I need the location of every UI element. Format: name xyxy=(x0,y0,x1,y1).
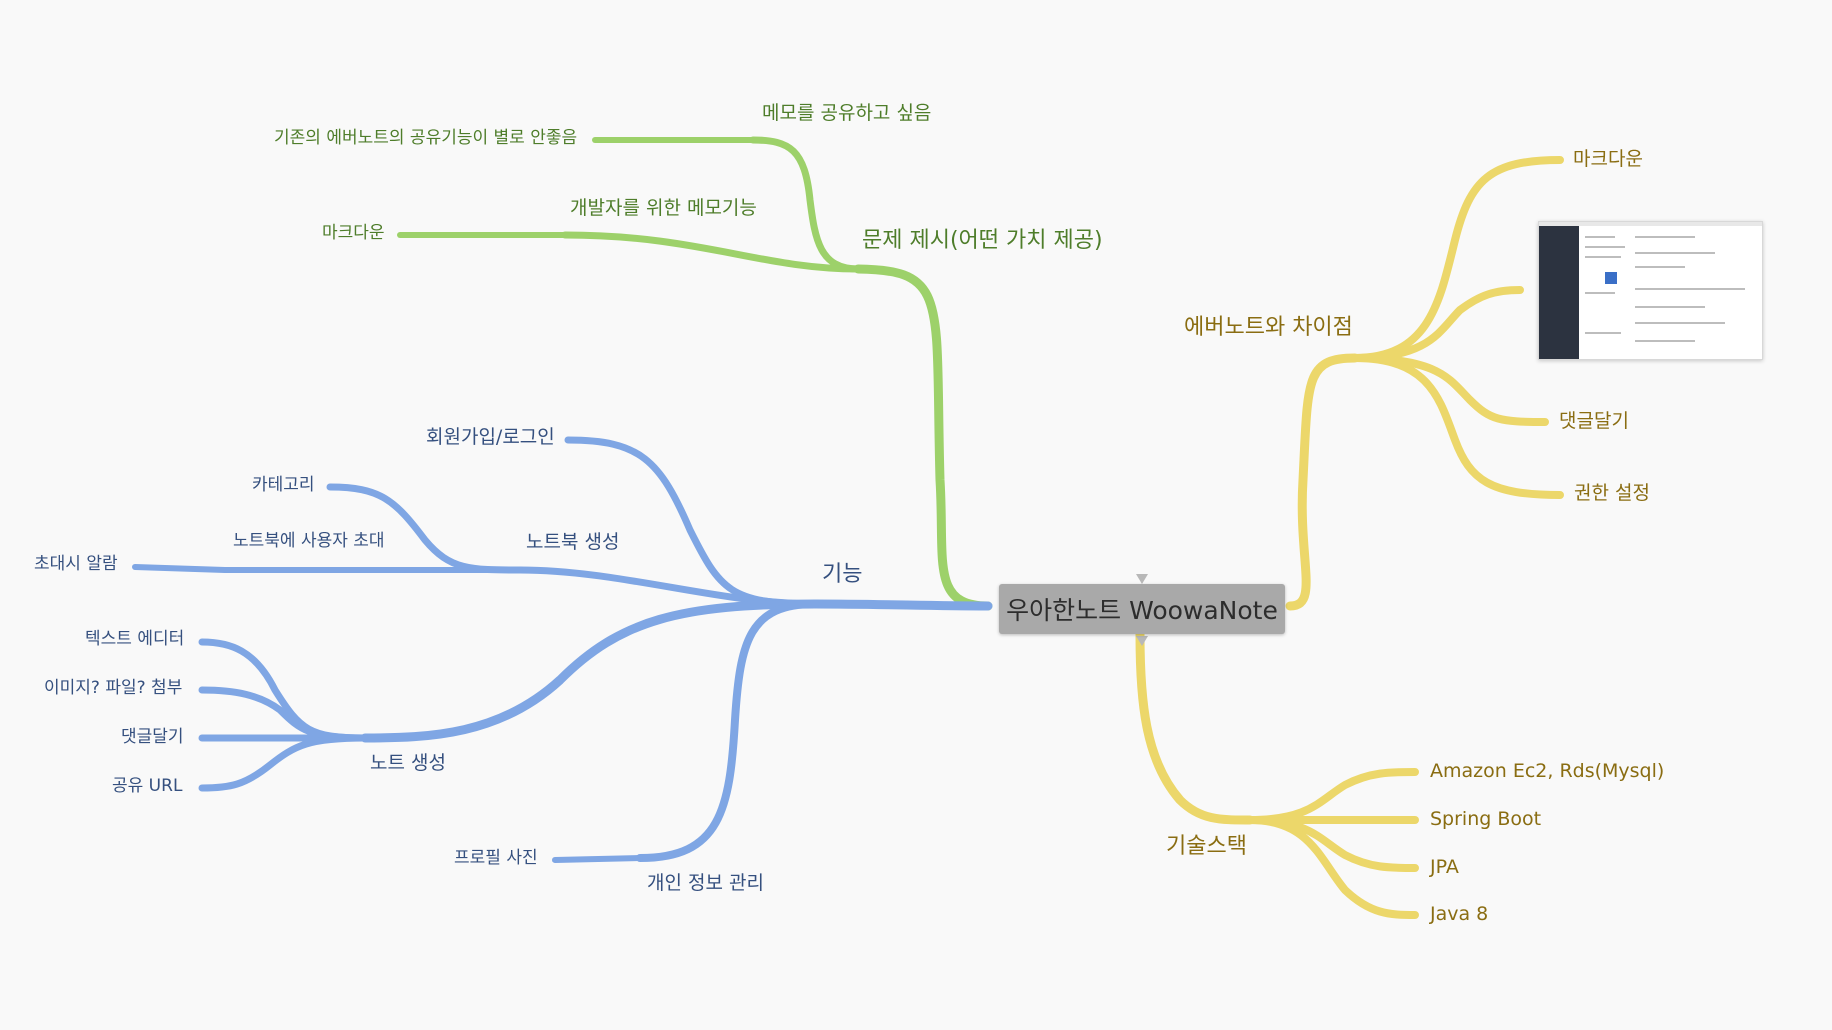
thumb-line xyxy=(1585,256,1621,258)
thumb-sidebar xyxy=(1539,226,1579,359)
branch-diff-image xyxy=(1351,286,1524,362)
thumb-line xyxy=(1585,246,1625,248)
label-profile-photo: 프로필 사진 xyxy=(454,848,538,868)
thumb-line xyxy=(1635,322,1725,324)
branch-diff-markdown xyxy=(1351,156,1564,362)
branch-profile-photo xyxy=(552,855,643,863)
branch-share-url xyxy=(198,734,369,792)
label-diff-comment: 댓글달기 xyxy=(1559,410,1629,432)
label-text-editor: 텍스트 에디터 xyxy=(85,629,185,649)
label-evernote-share: 기존의 에버노트의 공유기능이 별로 안좋음 xyxy=(274,128,578,148)
label-tech-aws: Amazon Ec2, Rds(Mysql) xyxy=(1430,760,1665,782)
label-profile: 개인 정보 관리 xyxy=(647,872,764,894)
label-memo-share: 메모를 공유하고 싶음 xyxy=(762,102,932,124)
label-diff-markdown: 마크다운 xyxy=(1573,148,1643,170)
label-category: 카테고리 xyxy=(252,475,315,495)
label-problem-markdown: 마크다운 xyxy=(322,223,385,243)
thumb-titlebar xyxy=(1539,222,1762,226)
evernote-screenshot-image xyxy=(1538,221,1763,360)
branch-tech-java xyxy=(1246,816,1419,919)
label-attach: 이미지? 파일? 첨부 xyxy=(44,678,183,698)
branch-invite-alarm xyxy=(132,564,228,573)
label-tech: 기술스택 xyxy=(1166,834,1247,859)
label-note-comment: 댓글달기 xyxy=(121,727,184,747)
root-top-marker xyxy=(1136,574,1148,584)
branch-problem xyxy=(853,264,993,611)
branch-diff-comment xyxy=(1351,354,1549,426)
branch-features xyxy=(810,599,993,611)
root-node[interactable]: 우아한노트 WoowaNote xyxy=(999,584,1285,634)
branch-diff xyxy=(1285,353,1360,611)
label-tech-spring: Spring Boot xyxy=(1430,808,1542,830)
branch-notebook xyxy=(516,566,819,608)
label-note: 노트 생성 xyxy=(370,752,446,774)
thumb-line xyxy=(1635,340,1695,342)
thumb-line xyxy=(1585,236,1615,238)
branch-dev-memo xyxy=(561,231,862,273)
label-features: 기능 xyxy=(822,562,863,587)
branch-profile xyxy=(636,600,819,862)
root-bottom-marker xyxy=(1136,636,1148,646)
branch-memo-share xyxy=(749,136,862,273)
label-diff: 에버노트와 차이점 xyxy=(1184,315,1353,340)
label-tech-jpa: JPA xyxy=(1430,856,1459,878)
label-share-url: 공유 URL xyxy=(112,776,183,796)
thumb-line xyxy=(1635,266,1685,268)
thumb-line xyxy=(1635,288,1745,290)
label-invite: 노트북에 사용자 초대 xyxy=(233,531,385,551)
branch-tech xyxy=(1135,629,1255,825)
label-tech-java: Java 8 xyxy=(1430,903,1489,925)
branch-tech-jpa xyxy=(1246,816,1419,872)
thumb-line xyxy=(1585,292,1615,294)
thumb-line xyxy=(1635,252,1715,254)
thumb-line xyxy=(1635,306,1705,308)
label-invite-alarm: 초대시 알람 xyxy=(34,554,118,574)
label-problem: 문제 제시(어떤 가치 제공) xyxy=(862,228,1103,253)
thumb-line xyxy=(1585,332,1621,334)
branch-diff-permission xyxy=(1351,354,1564,499)
label-diff-permission: 권한 설정 xyxy=(1574,482,1650,504)
thumb-blue-block xyxy=(1605,272,1617,284)
branch-tech-aws xyxy=(1246,768,1419,824)
label-signup: 회원가입/로그인 xyxy=(426,426,555,448)
label-dev-memo: 개발자를 위한 메모기능 xyxy=(570,197,757,219)
thumb-line xyxy=(1635,236,1695,238)
label-notebook: 노트북 생성 xyxy=(526,531,620,553)
branch-note xyxy=(360,599,820,743)
branch-category xyxy=(326,483,524,574)
